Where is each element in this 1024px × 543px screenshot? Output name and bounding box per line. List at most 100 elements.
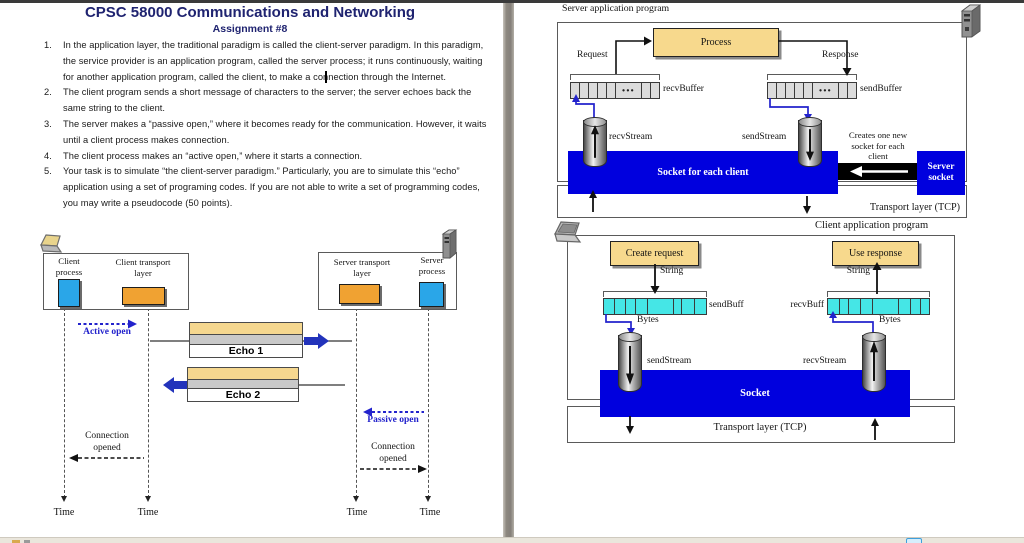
client-app-title: Client application program [815, 220, 929, 231]
buffer-cell-dots: ••• [616, 83, 642, 98]
response-label: Response [822, 50, 859, 60]
buffer-cell [795, 83, 805, 98]
send-buffer-label: sendBuffer [860, 84, 903, 94]
recv-buff-bracket [827, 291, 930, 297]
new-socket-black-bar [838, 163, 918, 180]
down-arrow-icon [806, 129, 814, 161]
connection-opened-label-server: Connection opened [371, 442, 415, 464]
page-divider [503, 3, 514, 537]
recv-buffer-label: recvBuffer [663, 84, 704, 94]
send-buff-cells [603, 298, 707, 315]
send-stream-label: sendStream [742, 132, 787, 142]
down-arrow-icon [626, 346, 634, 385]
socket-for-each-client-bar: Socket for each client [568, 151, 838, 194]
passive-open-label: Passive open [367, 415, 419, 425]
buffer-cell [604, 299, 616, 314]
buffer-cell [673, 299, 683, 314]
process-box: Process [653, 28, 779, 57]
buffer-cell [571, 83, 581, 98]
list-item: 4. The client process makes an “active o… [44, 149, 490, 165]
taskbar-icon[interactable] [906, 538, 922, 543]
client-send-stream-label: sendStream [647, 356, 692, 366]
packet-payload: Echo 1 [189, 344, 303, 358]
list-number: 3. [44, 118, 52, 129]
timeline-server-process [424, 308, 431, 502]
list-item: 5. Your task is to simulate “the client-… [44, 164, 490, 211]
client-transport-label: Client transport layer [115, 257, 171, 278]
list-item: 3. The server makes a “passive open,” wh… [44, 117, 490, 149]
recv-buffer-bracket [570, 74, 660, 80]
bytes-label-left: Bytes [637, 315, 659, 325]
list-number: 5. [44, 166, 52, 177]
client-send-stream-cylinder [618, 332, 642, 392]
buffer-cell-dots: ••• [813, 83, 839, 98]
buffer-cell [598, 83, 608, 98]
up-arrow-icon [870, 341, 878, 381]
use-response-label: Use response [848, 248, 903, 259]
document-title: CPSC 58000 Communications and Networking [84, 4, 416, 21]
create-request-box: Create request [610, 241, 699, 266]
list-item: 2. The client program sends a short mess… [44, 85, 490, 117]
buffer-cell [615, 299, 626, 314]
buffer-cell [838, 83, 848, 98]
list-text: Your task is to simulate “the client-ser… [63, 166, 480, 208]
use-response-box: Use response [832, 241, 919, 266]
buffer-cell [828, 299, 841, 314]
echo2-packet: Echo 2 [187, 367, 299, 402]
string-label-left: String [660, 266, 684, 276]
client-recv-stream-cylinder [862, 332, 886, 392]
server-transport-label: Server transport layer [333, 257, 391, 278]
echo1-label: Echo 1 [228, 345, 264, 357]
recv-buff-label: recvBuff [790, 300, 824, 310]
document-subtitle: Assignment #8 [212, 23, 288, 35]
request-label: Request [577, 50, 608, 60]
buffer-cell [641, 83, 651, 98]
client-transport-layer-label: Transport layer (TCP) [713, 422, 807, 433]
taskbar-fragment [12, 540, 20, 543]
buffer-cell [647, 299, 674, 314]
buffer-cell [682, 299, 695, 314]
list-number: 2. [44, 87, 52, 98]
server-tower-icon [960, 4, 982, 38]
timeline-server-transport [352, 308, 359, 502]
up-arrow-icon [591, 125, 599, 158]
text-cursor [325, 71, 327, 83]
recv-stream-cylinder [583, 117, 607, 167]
recv-buffer-cells: ••• [570, 82, 660, 99]
active-open-label: Active open [83, 327, 131, 337]
bytes-label-right: Bytes [879, 315, 901, 325]
buffer-cell [847, 83, 856, 98]
buffer-cell [777, 83, 787, 98]
client-process-label: Client process [55, 256, 83, 277]
taskbar-fragment [24, 540, 30, 543]
time-label: Time [53, 507, 75, 518]
window-top-edge [0, 0, 1024, 3]
buffer-cell [920, 299, 930, 314]
client-recv-stream-label: recvStream [803, 356, 847, 366]
echo2-label: Echo 2 [225, 389, 261, 401]
send-stream-cylinder [798, 117, 822, 167]
server-transport-rect [339, 284, 380, 304]
connection-opened-label-client: Connection opened [85, 431, 129, 453]
server-process-label: Server process [418, 255, 446, 276]
timeline-client-process [60, 308, 67, 502]
buffer-cell [848, 299, 862, 314]
assignment-text[interactable]: 1. In the application layer, the traditi… [44, 38, 490, 212]
send-buffer-cells: ••• [767, 82, 857, 99]
timeline-client-transport [144, 308, 151, 502]
buffer-cell [625, 299, 637, 314]
socket-bar-label: Socket for each client [657, 167, 749, 178]
string-label-right: String [846, 266, 870, 276]
buffer-cell [694, 299, 707, 314]
server-tower-icon [441, 229, 458, 259]
list-text: The client program sends a short message… [63, 87, 472, 114]
client-transport-rect [122, 287, 165, 305]
buffer-cell [580, 83, 590, 98]
list-text: The server makes a “passive open,” where… [63, 118, 487, 145]
client-process-rect [58, 279, 80, 307]
laptop-icon [40, 234, 63, 253]
time-label: Time [419, 507, 441, 518]
server-socket-box: Server socket [917, 151, 965, 195]
list-number: 1. [44, 40, 52, 50]
process-label: Process [700, 37, 732, 48]
